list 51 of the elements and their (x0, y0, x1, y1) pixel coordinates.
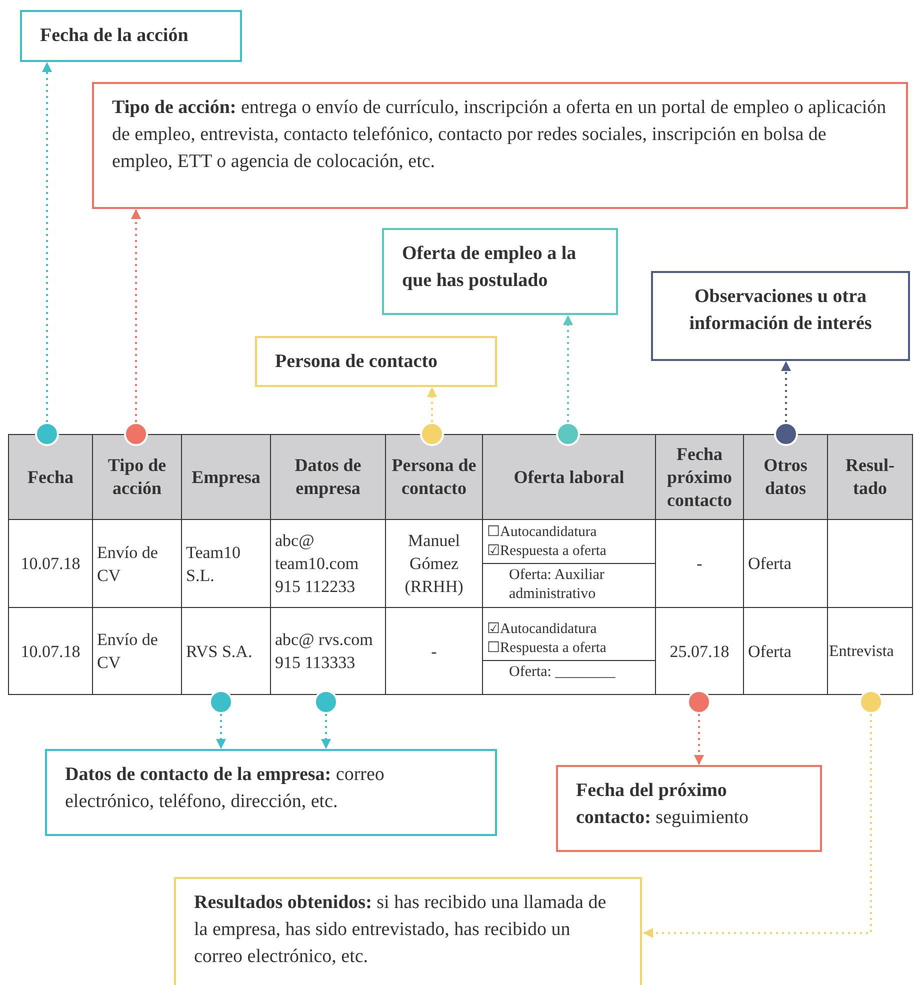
table-header-cell: Otros datos (744, 434, 828, 520)
table-header-cell: Resul-tado (828, 434, 912, 520)
checkbox-option: ☐Respuesta a oferta (487, 639, 651, 658)
callout-text: Persona de contacto (255, 336, 497, 387)
checkbox-option: ☑Respuesta a oferta (487, 542, 651, 561)
table-header-cell: Fecha (8, 434, 92, 520)
leader-line (781, 361, 791, 422)
marker-dot (420, 422, 444, 446)
table-cell: 10.07.18 (8, 520, 92, 608)
callout-text: Fecha del próximo contacto: seguimiento (556, 765, 822, 852)
checkbox-option: ☑Autocandidatura (487, 620, 651, 639)
offer-text: Oferta: ________ (483, 660, 655, 682)
table-cell: Oferta (744, 520, 828, 608)
leader-line (694, 714, 704, 765)
table-cell: - (656, 520, 744, 608)
table-cell: Manuel Gómez (RRHH) (386, 520, 482, 608)
marker-dot (556, 422, 580, 446)
callout-text: Oferta de empleo a la que has postulado (382, 228, 618, 315)
leader-line (643, 714, 872, 938)
contact-text: 915 112233 (275, 576, 356, 598)
callout-text: Tipo de acción: entrega o envío de currículo, inscripción a oferta en un portal de empleo o aplicación de empleo, entrevista, contacto telefónico, contacto por redes sociales, inscripción en bolsa de empleo, ETT o agencia de colocación, etc. (92, 82, 908, 209)
table-cell: Envío de CV (92, 520, 182, 608)
table-header-cell: Tipo de acción (92, 434, 182, 520)
table-cell: Team10 S.L. (182, 520, 270, 608)
callout-text: Resultados obtenidos: si has recibido una llamada de la empresa, has sido entrevistado, has recibido un correo electrónico, etc. (174, 877, 642, 985)
table-cell: Oferta (744, 608, 828, 694)
table-cell: Envío de CV (92, 608, 182, 694)
marker-dot (774, 422, 798, 446)
checkbox-option: ☐Autocandidatura (487, 523, 651, 542)
leader-line (216, 714, 226, 749)
leader-line (563, 315, 573, 422)
contact-text: abc@ rvs.com (275, 629, 374, 651)
contact-text: abc@ team10.com (275, 530, 360, 575)
leader-line (131, 209, 141, 422)
contact-text: 915 113333 (275, 652, 356, 674)
marker-dot (35, 422, 59, 446)
leader-line (42, 62, 52, 422)
leader-line (321, 714, 331, 749)
table-cell: - (386, 608, 482, 694)
table-header-cell: Fecha próximo contacto (656, 434, 744, 520)
table-header-cell: Persona de contacto (386, 434, 482, 520)
callout-text: Datos de contacto de la empresa: correo electrónico, teléfono, dirección, etc. (45, 749, 497, 836)
table-header-cell: Datos de empresa (270, 434, 386, 520)
offer-text: Oferta: Auxiliar administrativo (483, 563, 655, 604)
leader-line (427, 387, 437, 422)
marker-dot (124, 422, 148, 446)
callout-text: Fecha de la acción (20, 10, 242, 62)
table-header-cell: Empresa (182, 434, 270, 520)
table-cell: 10.07.18 (8, 608, 92, 694)
table-header-cell: Oferta laboral (482, 434, 656, 520)
callout-text: Observaciones u otra información de interés (651, 271, 910, 361)
